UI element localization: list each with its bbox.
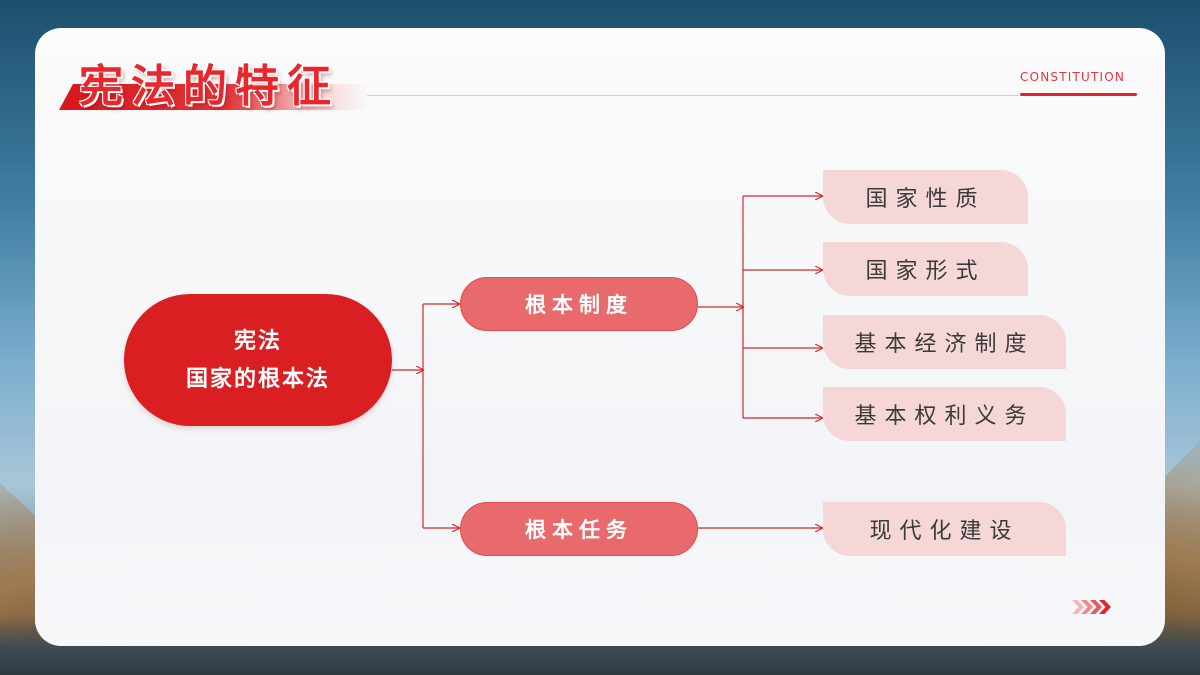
- header-tag: CONSTITUTION: [1020, 70, 1126, 84]
- page-title: 宪法的特征: [79, 61, 339, 112]
- branch-node-fundamental-task: 根本任务: [460, 502, 698, 556]
- title-ribbon: [59, 84, 369, 110]
- leaf-node-rights-duties: 基本权利义务: [823, 387, 1066, 441]
- slide-card: 宪法的特征 CONSTITUTION 宪法 国家的根本法 根本制度 根本任务 国…: [35, 28, 1165, 646]
- connector-lines: [392, 28, 1165, 646]
- leaf-node-modernization: 现代化建设: [823, 502, 1066, 556]
- leaf-node-state-form: 国家形式: [823, 242, 1028, 296]
- header-divider: [367, 95, 1019, 96]
- branch-node-fundamental-system: 根本制度: [460, 277, 698, 331]
- root-node: 宪法 国家的根本法: [124, 294, 392, 426]
- header-tag-underline: [1020, 93, 1137, 96]
- root-node-line2: 国家的根本法: [185, 366, 330, 392]
- root-node-line1: 宪法: [233, 328, 282, 354]
- chevron-right-triple-icon[interactable]: [1072, 600, 1111, 614]
- leaf-node-economic-system: 基本经济制度: [823, 315, 1066, 369]
- leaf-node-state-nature: 国家性质: [823, 170, 1028, 224]
